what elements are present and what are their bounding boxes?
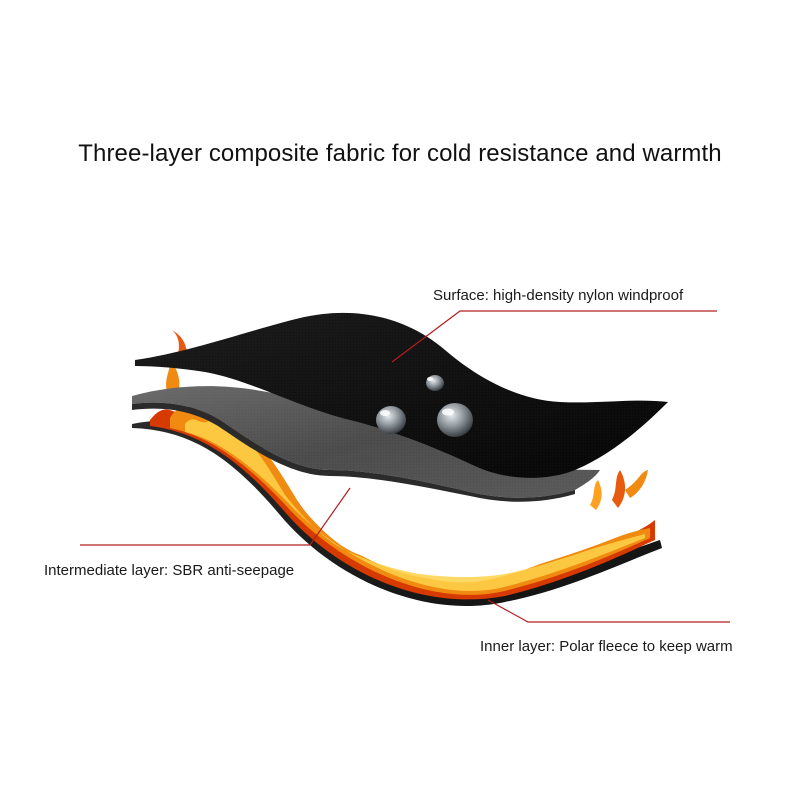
inner-leader-line: [487, 599, 730, 623]
surface-layer: [135, 312, 668, 478]
surface-leader-line: [391, 310, 717, 363]
intermediate-layer-label: Intermediate layer: SBR anti-seepage: [44, 562, 295, 579]
water-droplet: [376, 406, 406, 434]
intermediate-leader-line: [80, 487, 351, 546]
intermediate-layer: [132, 386, 600, 502]
inner-layer-label: Inner layer: Polar fleece to keep warm: [480, 638, 733, 655]
water-droplet: [437, 403, 473, 437]
diagram-title: Three-layer composite fabric for cold re…: [78, 140, 722, 167]
surface-layer-label: Surface: high-density nylon windproof: [433, 287, 684, 304]
leader-lines: [80, 310, 730, 623]
